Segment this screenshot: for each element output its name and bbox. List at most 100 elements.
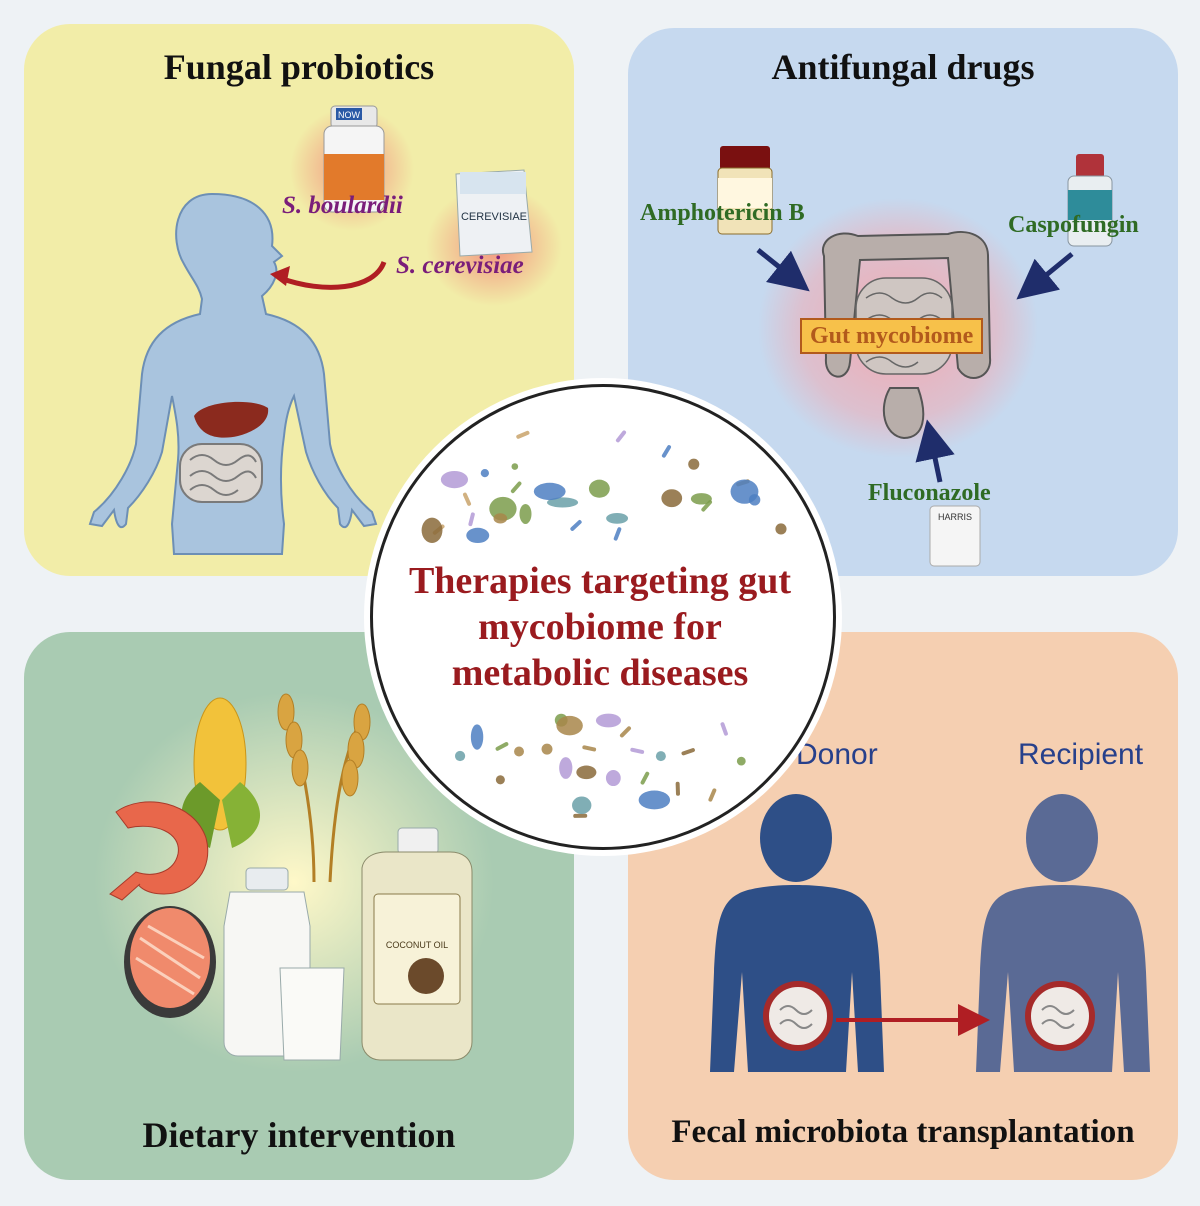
microbe-icon — [495, 775, 505, 785]
microbe-icon — [495, 742, 509, 751]
microbe-icon — [576, 765, 597, 780]
pack-brand-text: CEREVISIAE — [461, 211, 527, 223]
microbe-icon — [546, 497, 579, 508]
microbe-icon — [480, 468, 489, 478]
microbe-icon — [582, 745, 597, 752]
label-donor: Donor — [796, 738, 878, 771]
fluconazole-pack-icon: HARRIS — [929, 505, 981, 567]
fluconazole-pack-text: HARRIS — [938, 512, 972, 522]
microbe-icon — [559, 757, 573, 779]
microbe-icon — [736, 756, 746, 766]
amphotericin-jar-icon — [717, 146, 773, 235]
recipient-gut-icon — [1025, 981, 1095, 1051]
recipient-body-icon — [976, 794, 1150, 1072]
microbe-icon — [606, 512, 629, 524]
panel-title-probiotics: Fungal probiotics — [163, 47, 435, 87]
panel-title-diet: Dietary intervention — [142, 1115, 456, 1155]
label-caspofungin: Caspofungin — [1008, 212, 1139, 238]
microbe-icon — [421, 517, 443, 543]
label-s-boulardii: S. boulardii — [282, 192, 403, 219]
probiotic-arrowhead — [270, 266, 290, 286]
label-fluconazole: Fluconazole — [868, 480, 991, 506]
arrow-caspofungin — [1016, 252, 1074, 300]
panel-title-drugs: Antifungal drugs — [771, 47, 1035, 87]
microbe-icon — [572, 796, 592, 814]
shrimp-icon — [109, 801, 209, 901]
center-title-line-2: mycobiome for — [478, 606, 722, 648]
microbe-icon — [466, 527, 490, 544]
label-amphotericin-b: Amphotericin B — [640, 200, 805, 226]
microbe-icon — [510, 481, 522, 494]
microbe-icon — [748, 494, 761, 506]
salmon-icon — [124, 906, 216, 1018]
colon-icon — [821, 231, 992, 440]
microbe-icon — [661, 489, 683, 508]
coconut-oil-text: COCONUT OIL — [386, 940, 448, 950]
microbe-icon — [701, 500, 713, 512]
microbe-icon — [462, 492, 472, 506]
microbe-icon — [533, 482, 566, 501]
microbe-icon — [468, 512, 475, 527]
gut-mycobiome-label: Gut mycobiome — [800, 318, 984, 354]
panel-dietary-intervention: COCONUT OIL Dietary intervention — [24, 632, 574, 1180]
microbe-icon — [588, 479, 610, 498]
panel-antifungal-drugs: Antifungal drugs — [628, 28, 1178, 576]
microbe-icon — [556, 715, 583, 736]
microbe-icon — [613, 527, 622, 541]
probiotics-illustration: NOW CEREVISIAE — [88, 105, 562, 555]
microbe-icon — [630, 747, 645, 754]
caspofungin-vial-icon — [1067, 154, 1113, 247]
microbe-icon — [720, 722, 728, 736]
donor-body-icon — [710, 794, 884, 1072]
human-body-icon — [88, 192, 378, 555]
intestine-icon — [179, 443, 263, 503]
panel-title-fmt: Fecal microbiota transplantation — [671, 1114, 1135, 1150]
center-title: Therapies targeting gut mycobiome for me… — [375, 558, 825, 696]
yeast-pack-icon: CEREVISIAE — [455, 169, 533, 257]
diet-illustration: COCONUT OIL — [94, 692, 494, 1072]
corn-icon — [181, 697, 261, 848]
microbe-icon — [775, 523, 787, 535]
arrow-fluconazole — [915, 419, 955, 483]
probiotic-bottle-icon: NOW — [323, 105, 385, 213]
coconut-oil-bottle-icon: COCONUT OIL — [361, 827, 473, 1061]
microbe-icon — [516, 430, 530, 439]
microbe-icon — [440, 470, 469, 489]
microbe-icon — [570, 520, 582, 531]
label-s-cerevisiae: S. cerevisiae — [396, 252, 524, 279]
microbe-icon — [605, 769, 621, 787]
center-title-line-3: metabolic diseases — [451, 652, 749, 694]
microbe-icon — [655, 751, 666, 762]
donor-gut-icon — [763, 981, 833, 1051]
microbe-icon — [541, 743, 553, 755]
microbe-pattern — [421, 430, 787, 818]
microbe-icon — [675, 781, 680, 796]
microbe-icon — [519, 503, 532, 524]
microbe-icon — [454, 750, 466, 762]
bottle-brand-text: NOW — [338, 110, 361, 120]
microbe-icon — [511, 463, 519, 470]
arrow-amphotericin — [756, 248, 810, 292]
microbe-icon — [640, 771, 650, 785]
label-recipient: Recipient — [1018, 738, 1144, 771]
probiotic-arrow — [279, 260, 387, 290]
milk-glass-icon — [279, 967, 345, 1061]
microbe-icon — [619, 726, 631, 738]
liver-icon — [194, 401, 269, 438]
wheat-icon — [277, 693, 371, 883]
microbe-icon — [690, 493, 712, 505]
microbe-icon — [514, 746, 524, 757]
microbe-icon — [615, 430, 627, 443]
microbe-icon — [470, 724, 484, 750]
fmt-illustration — [710, 794, 1150, 1072]
microbe-icon — [688, 458, 700, 470]
microbe-icon — [493, 513, 508, 524]
microbe-icon — [638, 790, 671, 810]
microbe-icon — [708, 788, 717, 802]
microbe-icon — [595, 713, 622, 728]
microbe-icon — [681, 748, 695, 756]
center-circle — [370, 384, 836, 850]
panel-fungal-probiotics: Fungal probiotics NOW CEREVISIAE — [24, 24, 574, 576]
center-title-line-1: Therapies targeting gut — [408, 560, 792, 602]
microbe-icon — [573, 813, 588, 818]
